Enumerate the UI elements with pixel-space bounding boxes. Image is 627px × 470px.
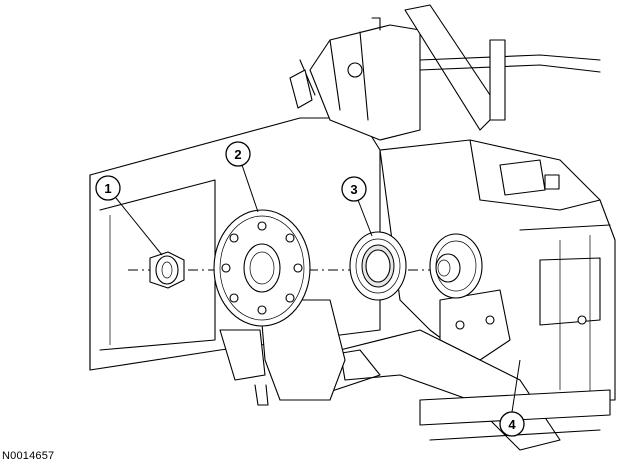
svg-text:3: 3 [350,182,357,197]
hub-nut [149,251,185,289]
leader-line-3 [357,199,373,237]
output-shaft-bore [429,233,483,299]
axle-housing-lower [219,299,346,406]
callout-1: 1 [95,175,121,201]
transmission-housing [379,139,616,401]
leader-line-1 [115,197,163,256]
upper-tube [404,4,601,131]
mount-plate [439,289,511,361]
svg-text:2: 2 [234,147,241,162]
callout-3: 3 [341,176,367,202]
callout-4: 4 [499,411,525,437]
svg-text:1: 1 [104,181,111,196]
figure-reference-code: N0014657 [2,450,55,462]
leader-line-2 [241,164,259,213]
svg-text:4: 4 [508,417,516,432]
callout-2: 2 [225,141,251,167]
oil-seal [349,231,407,301]
leader-line-4 [511,359,521,413]
companion-flange [213,209,311,327]
mounting-bracket [289,17,421,141]
